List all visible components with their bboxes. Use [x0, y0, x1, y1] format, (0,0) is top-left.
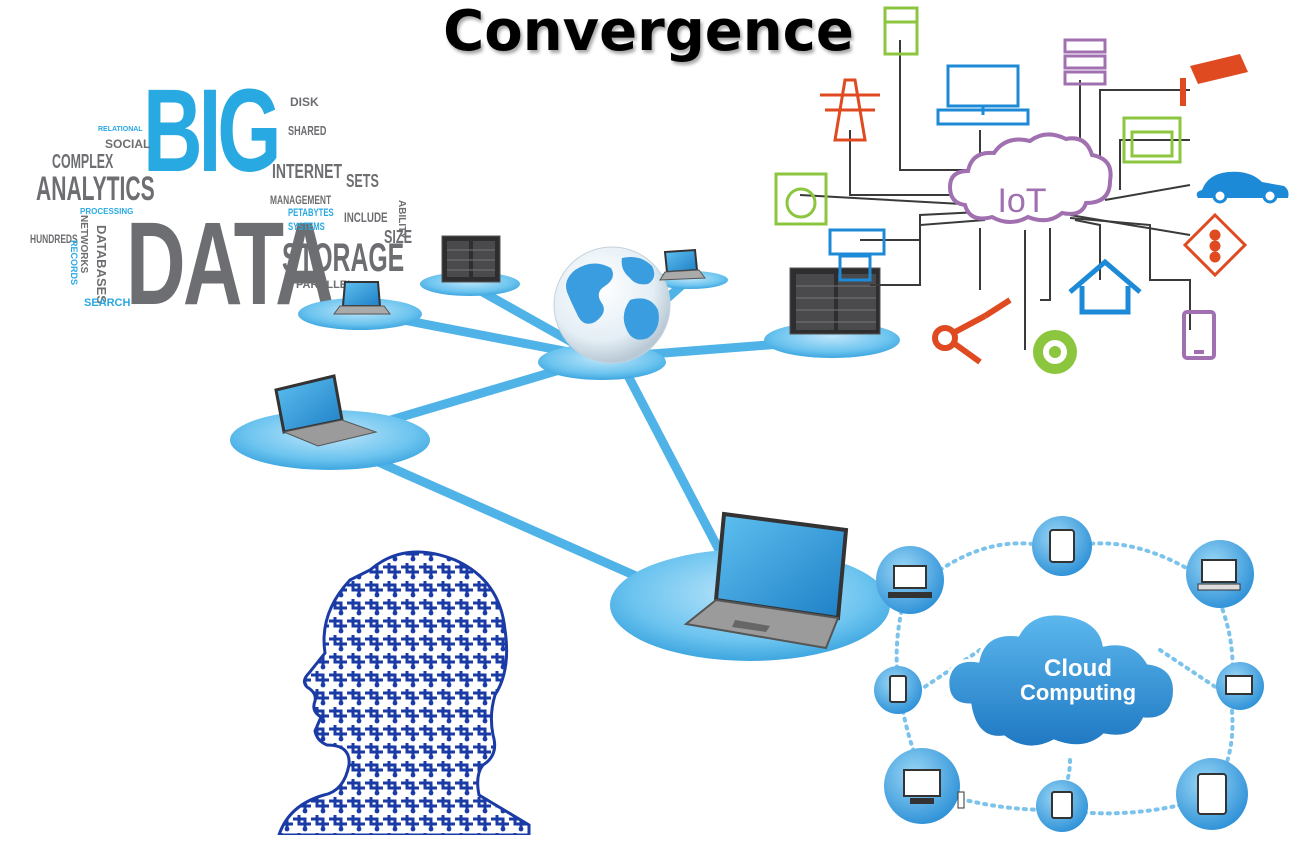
word-storage: STORAGE	[282, 236, 405, 280]
washing-machine-icon	[774, 172, 828, 226]
desktop-computer-icon	[884, 748, 965, 824]
word-petabytes: PETABYTES	[288, 207, 334, 219]
cloud-computing-cloud-icon	[946, 612, 1176, 749]
laptop-icon	[333, 281, 391, 315]
laptop-icon	[1186, 540, 1254, 608]
globe-icon	[553, 246, 671, 364]
iot-diagram: IoT	[774, 6, 1289, 374]
desktop-monitor-icon	[936, 64, 1030, 126]
word-parallel: PARALLEL	[296, 279, 354, 291]
laptop-icon	[659, 248, 706, 281]
cloud-device-bubbles	[874, 516, 1264, 832]
word-hundreds: HUNDREDS	[30, 232, 78, 246]
big-data-word-cloud-right: INTERNET MANAGEMENT PETABYTES SYSTEMS IN…	[260, 150, 420, 320]
fridge-icon	[883, 6, 919, 56]
cloud-label-line1: Cloud	[1044, 655, 1112, 682]
home-icon	[1068, 258, 1142, 315]
tablet-icon	[1176, 758, 1248, 830]
coffee-machine-icon	[828, 228, 886, 282]
robot-arm-icon	[932, 297, 1012, 365]
word-social: SOCIAL	[105, 137, 151, 151]
word-analytics: ANALYTICS	[36, 170, 155, 208]
car-icon	[1196, 171, 1289, 204]
oven-icon	[1122, 116, 1182, 164]
word-complex: COMPLEX	[52, 151, 114, 173]
tablet-icon	[1036, 780, 1088, 832]
word-shared: SHARED	[288, 123, 327, 138]
word-internet: INTERNET	[272, 161, 342, 183]
desktop-computer-icon	[876, 546, 944, 614]
smartphone-icon	[1182, 310, 1216, 360]
server-rack-icon	[441, 235, 501, 283]
iot-cloud-icon	[947, 132, 1113, 224]
cloud-label-line2: Computing	[1020, 680, 1136, 705]
word-big: BIG	[143, 65, 281, 197]
cloud-computing-diagram: Cloud Computing	[874, 516, 1264, 832]
laptop-icon	[683, 511, 849, 650]
laptop-icon	[274, 374, 378, 447]
desktop-computer-icon	[1216, 662, 1264, 710]
word-relational: RELATIONAL	[98, 126, 143, 133]
security-camera-icon	[1180, 54, 1248, 106]
traffic-light-icon	[1182, 212, 1248, 278]
circuit-head-icon	[277, 550, 531, 835]
word-processing: PROCESSING	[80, 207, 134, 216]
word-include: INCLUDE	[344, 209, 388, 225]
power-tower-icon	[820, 78, 880, 142]
word-sets: SETS	[346, 171, 379, 191]
word-disk: DISK	[290, 95, 319, 109]
word-data: DATA	[126, 198, 335, 330]
tablet-icon	[1032, 516, 1092, 576]
word-management: MANAGEMENT	[270, 193, 332, 207]
word-systems: SYSTEMS	[288, 221, 325, 233]
server-icon	[1063, 38, 1107, 86]
big-data-word-cloud: BIG DATA ANALYTICS COMPLEX SOCIAL RELATI…	[8, 65, 335, 350]
diagram-title: Convergence	[443, 0, 854, 64]
smartphone-icon	[874, 666, 922, 714]
word-size: SIZE	[384, 227, 413, 247]
sensor-icon	[1033, 330, 1077, 374]
word-search: SEARCH	[84, 297, 131, 309]
iot-label: IoT	[997, 182, 1046, 220]
